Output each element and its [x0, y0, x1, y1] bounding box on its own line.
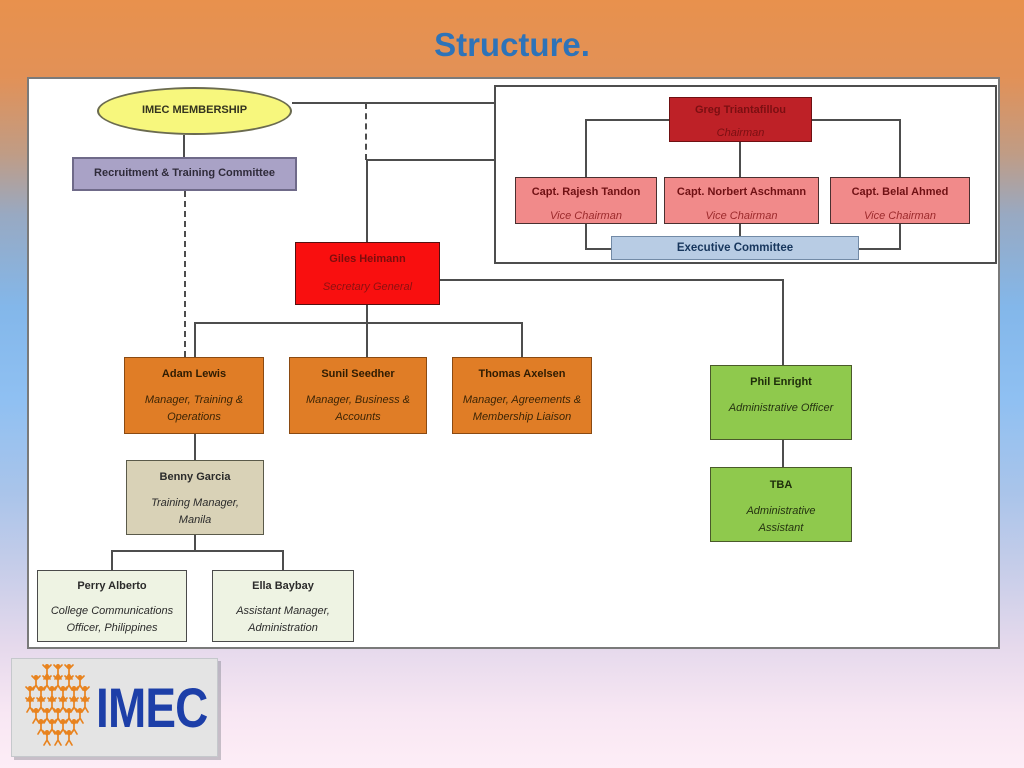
node-administrative-assistant: TBA Administrative Assistant: [710, 467, 852, 542]
connector-to-secretary-general: [366, 159, 368, 242]
connector-chairman-left-v: [585, 119, 587, 177]
manager1-name: Adam Lewis: [161, 368, 227, 380]
training-manager-role: Training Manager, Manila: [151, 497, 239, 527]
vice1-name: Capt. Rajesh Tandon: [531, 186, 641, 198]
node-manager-training: Adam Lewis Manager, Training & Operation…: [124, 357, 264, 434]
connector-benny-branch-v: [194, 535, 196, 551]
connector-ella-drop: [282, 550, 284, 570]
connector-secretary-managers-v: [366, 305, 368, 323]
connector-chairman-right-h: [812, 119, 900, 121]
vice3-role: Vice Chairman: [864, 210, 936, 223]
connector-vice3-exec-h: [859, 248, 901, 250]
manager3-name: Thomas Axelsen: [478, 368, 566, 380]
chairman-role: Chairman: [716, 127, 765, 140]
manager2-name: Sunil Seedher: [321, 368, 395, 380]
node-training-manager: Benny Garcia Training Manager, Manila: [126, 460, 264, 535]
vice3-name: Capt. Belal Ahmed: [851, 186, 949, 198]
connector-sunil-drop: [366, 322, 368, 357]
node-secretary-general: Giles Heimann Secretary General: [295, 242, 440, 305]
manager1-role: Manager, Training & Operations: [144, 394, 244, 424]
admin-assistant-role: Administrative Assistant: [746, 505, 816, 535]
connector-vice2-exec-v: [739, 224, 741, 236]
training-manager-name: Benny Garcia: [159, 471, 231, 483]
connector-perry-drop: [111, 550, 113, 570]
connector-benny-branch-h: [111, 550, 283, 552]
org-chart-panel: IMEC MEMBERSHIP Recruitment & Training C…: [27, 77, 1000, 649]
connector-membership-leadership: [292, 102, 495, 104]
secretary-general-name: Giles Heimann: [329, 253, 406, 265]
node-assistant-manager: Ella Baybay Assistant Manager, Administr…: [212, 570, 354, 642]
connector-secretary-adminofficer-v: [782, 279, 784, 365]
vice2-name: Capt. Norbert Aschmann: [676, 186, 807, 198]
connector-vice1-exec-v: [585, 224, 587, 249]
manager3-role: Manager, Agreements & Membership Liaison: [462, 394, 582, 424]
connector-membership-committee: [183, 135, 185, 157]
connector-adam-drop: [194, 322, 196, 357]
assistant-manager-name: Ella Baybay: [252, 580, 314, 592]
node-administrative-officer: Phil Enright Administrative Officer: [710, 365, 852, 440]
imec-logo: IMEC: [11, 658, 218, 757]
node-chairman: Greg Triantafillou Chairman: [669, 97, 812, 142]
manager2-role: Manager, Business & Accounts: [306, 394, 410, 424]
admin-assistant-name: TBA: [769, 479, 793, 491]
chairman-name: Greg Triantafillou: [694, 104, 787, 116]
assistant-manager-role: Assistant Manager, Administration: [236, 605, 330, 635]
node-vice-chairman-2: Capt. Norbert Aschmann Vice Chairman: [664, 177, 819, 224]
slide-title: Structure.: [434, 26, 590, 63]
vice2-role: Vice Chairman: [705, 210, 778, 223]
admin-officer-name: Phil Enright: [750, 376, 812, 388]
college-comms-role: College Communications Officer, Philippi…: [50, 605, 174, 635]
membership-label: IMEC MEMBERSHIP: [141, 104, 248, 117]
imec-logo-text: IMEC: [96, 675, 208, 739]
node-vice-chairman-1: Capt. Rajesh Tandon Vice Chairman: [515, 177, 657, 224]
connector-vice3-exec-v: [899, 224, 901, 249]
connector-adminofficer-assistant: [782, 440, 784, 467]
connector-dashed-committee-adam: [184, 191, 186, 357]
connector-dashed-membership-drop: [365, 103, 367, 160]
node-executive-committee: Executive Committee: [611, 236, 859, 260]
admin-officer-role: Administrative Officer: [728, 402, 834, 415]
connector-managers-branch-h: [195, 322, 522, 324]
node-recruitment-training-committee: Recruitment & Training Committee: [72, 157, 297, 191]
connector-adam-benny: [194, 434, 196, 460]
connector-secretary-adminofficer-h: [440, 279, 784, 281]
connector-chairman-center-v: [739, 142, 741, 177]
node-college-communications: Perry Alberto College Communications Off…: [37, 570, 187, 642]
connector-chairman-right-v: [899, 119, 901, 177]
connector-to-leadership-frame: [366, 159, 495, 161]
executive-committee-label: Executive Committee: [676, 241, 794, 254]
vice1-role: Vice Chairman: [550, 210, 622, 223]
secretary-general-role: Secretary General: [322, 281, 413, 294]
node-vice-chairman-3: Capt. Belal Ahmed Vice Chairman: [830, 177, 970, 224]
node-manager-business: Sunil Seedher Manager, Business & Accoun…: [289, 357, 427, 434]
people-pyramid-icon: [22, 662, 94, 753]
node-imec-membership: IMEC MEMBERSHIP: [97, 87, 292, 135]
college-comms-name: Perry Alberto: [77, 580, 147, 592]
connector-vice1-exec-h: [585, 248, 611, 250]
committee-label: Recruitment & Training Committee: [94, 167, 275, 180]
node-manager-agreements: Thomas Axelsen Manager, Agreements & Mem…: [452, 357, 592, 434]
connector-thomas-drop: [521, 322, 523, 357]
connector-chairman-left-h: [586, 119, 669, 121]
